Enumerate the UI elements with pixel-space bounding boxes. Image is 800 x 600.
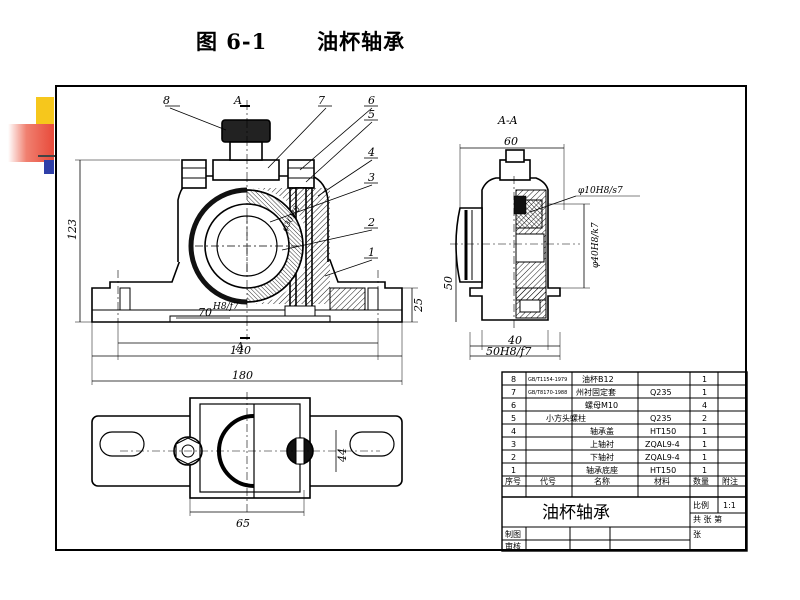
bom-material: HT150 <box>650 427 676 436</box>
bom-qty: 1 <box>702 388 707 397</box>
bom-material: Q235 <box>650 388 672 397</box>
bom-header-no: 序号 <box>505 476 521 486</box>
bom-no: 2 <box>511 453 516 462</box>
bom-row: 4 轴承盖 HT150 1 <box>511 426 707 436</box>
front-view-dimensions <box>75 105 418 385</box>
section-mark-top: A <box>233 94 242 107</box>
dim-140: 140 <box>230 344 251 357</box>
bom-row: 7 GB/T8170-1988 州衬固定套 Q235 1 <box>511 387 707 397</box>
scale-value: 1:1 <box>723 501 736 510</box>
bom-name: 上轴衬 <box>590 439 614 449</box>
bom-header-code: 代号 <box>540 476 556 486</box>
bom-qty: 1 <box>702 375 707 384</box>
dim-50-fit: 50H8/f7 <box>486 345 531 358</box>
bom-material: HT150 <box>650 466 676 475</box>
bom-name: 油杯B12 <box>582 374 614 384</box>
bom-no: 8 <box>511 375 516 384</box>
part-number-3: 3 <box>368 171 375 184</box>
bom-qty: 1 <box>702 466 707 475</box>
title-block <box>501 371 748 552</box>
bom-name: 轴承盖 <box>590 426 614 436</box>
bom-no: 3 <box>511 440 516 449</box>
bom-qty: 1 <box>702 453 707 462</box>
part-number-4: 4 <box>367 146 375 159</box>
bom-header-material: 材料 <box>654 476 670 486</box>
bom-name: 下轴衬 <box>590 452 614 462</box>
dim-40: 40 <box>507 334 522 347</box>
bom-material: ZQAL9-4 <box>645 453 680 462</box>
side-view-dimensions <box>455 144 640 360</box>
dim-fit-h8f7: H8/f7 <box>212 302 239 312</box>
part-number-8: 8 <box>163 94 170 107</box>
bom-no: 5 <box>511 414 516 423</box>
dim-phi30: φ30H8 <box>280 204 302 233</box>
dim-44: 44 <box>336 448 349 463</box>
bom-name: 州衬固定套 <box>576 387 616 397</box>
front-view <box>91 100 403 340</box>
drawn-by: 制图 <box>505 529 521 539</box>
page-title: 图 6-1 油杯轴承 <box>196 29 406 54</box>
bom-qty: 1 <box>702 440 707 449</box>
dim-70: 70 <box>198 306 212 319</box>
bom-header: 序号 代号 名称 材料 数量 附注 <box>505 476 738 486</box>
bom-row: 6 螺母M10 4 <box>511 400 707 410</box>
scale-label: 比例 <box>693 500 709 510</box>
deco-yellow-block <box>36 97 54 127</box>
bom-table: 8 GB/T1154-1979 油杯B12 1 7 GB/T8170-1988 … <box>505 374 738 486</box>
bom-row: 3 上轴衬 ZQAL9-4 1 <box>511 439 707 449</box>
bom-no: 1 <box>511 466 516 475</box>
sheet-unit: 张 <box>693 530 701 539</box>
bom-qty: 2 <box>702 414 707 423</box>
bom-name: 螺母M10 <box>585 400 618 410</box>
dim-50: 50 <box>442 276 455 290</box>
dim-25: 25 <box>412 298 425 313</box>
bom-code: GB/T1154-1979 <box>528 377 567 383</box>
bom-row: 2 下轴衬 ZQAL9-4 1 <box>511 452 707 462</box>
dim-60: 60 <box>504 135 518 148</box>
deco-rule <box>38 155 56 157</box>
deco-blue-block <box>44 160 54 174</box>
section-title-aa: A-A <box>497 114 518 127</box>
bom-header-remark: 附注 <box>722 476 738 486</box>
bom-header-qty: 数量 <box>693 476 709 486</box>
bom-name: 轴承底座 <box>586 465 618 475</box>
bom-code: GB/T8170-1988 <box>528 390 567 396</box>
bom-no: 6 <box>511 401 516 410</box>
bom-qty: 4 <box>702 401 707 410</box>
bom-no: 4 <box>511 427 516 436</box>
bom-qty: 1 <box>702 427 707 436</box>
bom-header-name: 名称 <box>594 476 610 486</box>
side-view <box>450 149 580 330</box>
bom-row: 1 轴承底座 HT150 1 <box>511 465 707 475</box>
section-mark-bottom: A <box>235 340 244 353</box>
bom-material: ZQAL9-4 <box>645 440 680 449</box>
part-number-6: 6 <box>368 94 375 107</box>
dim-180: 180 <box>232 369 253 382</box>
assembly-name: 油杯轴承 <box>542 503 610 523</box>
bom-row: 8 GB/T1154-1979 油杯B12 1 <box>511 374 707 384</box>
bom-row: 5 小方头螺柱 Q235 2 <box>511 413 707 423</box>
part-number-1: 1 <box>368 246 375 259</box>
dim-height-123: 123 <box>66 219 79 240</box>
top-view <box>91 392 403 512</box>
part-number-7: 7 <box>318 94 325 107</box>
bom-material: Q235 <box>650 414 672 423</box>
part-number-2: 2 <box>367 216 375 229</box>
sheet-count: 共 张 第 <box>693 514 722 524</box>
top-view-dimensions <box>189 430 337 516</box>
part-number-5: 5 <box>368 108 375 121</box>
checked-by: 审核 <box>505 541 521 551</box>
dim-phi40: φ40H8/k7 <box>591 222 601 268</box>
dim-phi10: φ10H8/s7 <box>578 186 623 196</box>
dim-65: 65 <box>236 517 250 530</box>
bom-no: 7 <box>511 388 516 397</box>
bom-name: 小方头螺柱 <box>546 413 586 423</box>
